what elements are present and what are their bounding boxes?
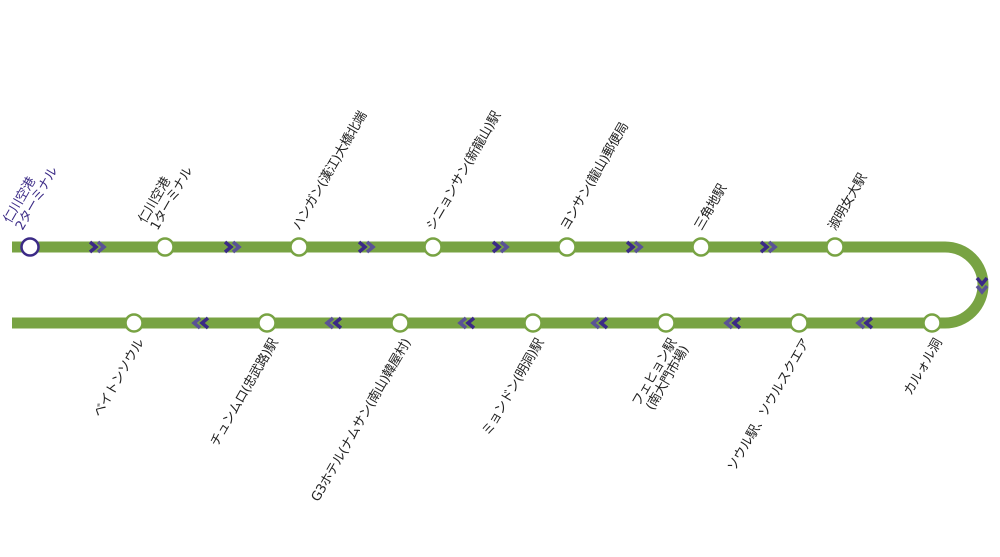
chevron-left-icon xyxy=(723,316,742,330)
station-marker[interactable] xyxy=(523,313,543,333)
station-marker[interactable] xyxy=(789,313,809,333)
chevron-right-icon xyxy=(357,240,376,254)
station-marker[interactable] xyxy=(423,237,443,257)
chevron-right-icon xyxy=(88,240,107,254)
station-marker[interactable] xyxy=(124,313,144,333)
chevron-left-icon xyxy=(324,316,343,330)
chevron-left-icon xyxy=(855,316,874,330)
chevron-right-icon xyxy=(223,240,242,254)
station-marker-terminus[interactable] xyxy=(20,237,40,257)
stations-top xyxy=(20,237,845,257)
direction-arrows-bottom xyxy=(191,316,874,330)
chevron-left-icon xyxy=(457,316,476,330)
chevron-left-icon xyxy=(590,316,609,330)
route-line xyxy=(12,241,989,329)
station-marker[interactable] xyxy=(656,313,676,333)
chevron-down-icon xyxy=(975,276,989,295)
station-marker[interactable] xyxy=(922,313,942,333)
chevron-left-icon xyxy=(191,316,210,330)
station-marker[interactable] xyxy=(289,237,309,257)
direction-arrows-top xyxy=(88,240,778,254)
station-marker[interactable] xyxy=(691,237,711,257)
station-marker[interactable] xyxy=(155,237,175,257)
stations-bottom xyxy=(124,313,942,333)
station-marker[interactable] xyxy=(557,237,577,257)
chevron-right-icon xyxy=(625,240,644,254)
station-marker[interactable] xyxy=(257,313,277,333)
chevron-right-icon xyxy=(759,240,778,254)
station-marker[interactable] xyxy=(825,237,845,257)
chevron-right-icon xyxy=(491,240,510,254)
station-marker[interactable] xyxy=(390,313,410,333)
